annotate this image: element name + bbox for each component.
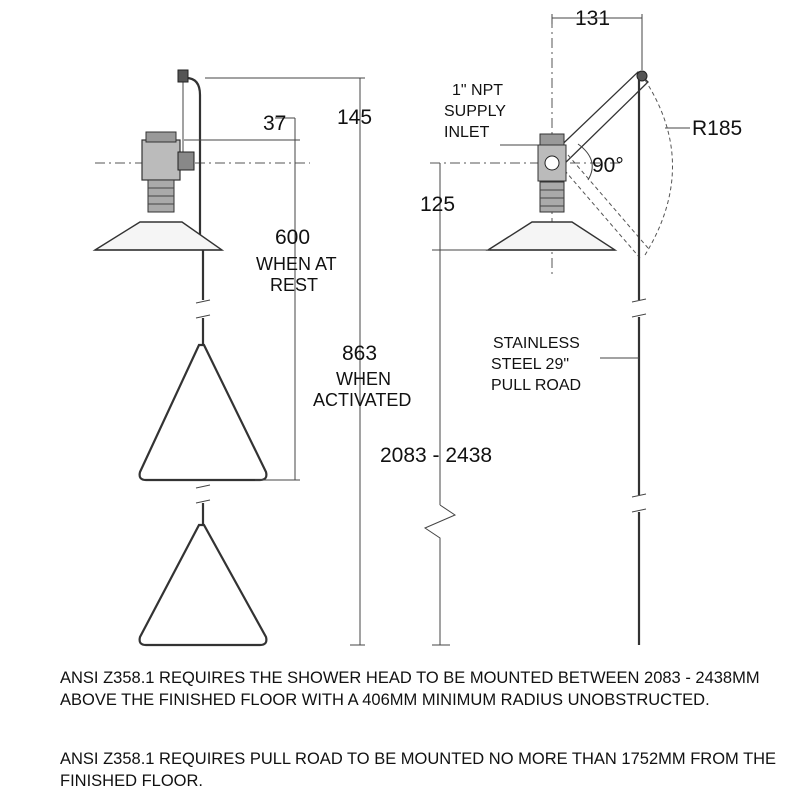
side-dimensions <box>423 14 690 646</box>
valve-body-front <box>141 139 181 181</box>
dim-2083-label: 2083 - 2438 <box>380 444 492 467</box>
supply-inlet-label-3: INLET <box>444 124 490 141</box>
front-view <box>92 69 310 647</box>
angle-arc <box>577 143 593 181</box>
ansi-note-shower-head: ANSI Z358.1 REQUIRES THE SHOWER HEAD TO … <box>60 669 760 709</box>
arm-pivot <box>636 70 648 82</box>
dim-125-label: 125 <box>420 193 455 216</box>
dim-145-label: 145 <box>337 106 372 129</box>
dim-863-note-line2: ACTIVATED <box>313 390 411 410</box>
threaded-neck-side <box>539 181 565 213</box>
angle-label: 90° <box>592 154 624 177</box>
valve-stem-side <box>544 155 560 171</box>
side-view <box>430 18 673 645</box>
triangle-handle-rest <box>138 343 268 482</box>
dim-600-label: 600 <box>275 226 310 249</box>
dim-863-label: 863 <box>342 342 377 365</box>
supply-inlet-label-1: 1" NPT <box>452 82 503 99</box>
supply-inlet-label-2: SUPPLY <box>444 103 506 120</box>
shower-head-front <box>92 221 225 251</box>
pull-rod-label-2: STEEL 29" <box>491 356 569 373</box>
dim-37-label: 37 <box>263 112 286 135</box>
dim-131-label: 131 <box>575 7 610 30</box>
top-bracket-front <box>177 69 189 83</box>
valve-cap-front <box>145 131 177 143</box>
ansi-note-pull-rod: ANSI Z358.1 REQUIRES PULL ROAD TO BE MOU… <box>60 750 777 790</box>
dim-600-note-line1: WHEN AT <box>256 254 337 274</box>
valve-lever-front <box>177 151 195 171</box>
shower-head-side <box>485 221 618 251</box>
dim-r185-label: R185 <box>692 117 742 140</box>
pull-rod-label-1: STAINLESS <box>493 335 580 352</box>
break-mark-1 <box>195 299 211 319</box>
front-dimensions <box>184 77 365 646</box>
dim-600-note-line2: REST <box>270 275 318 295</box>
triangle-handle-activated <box>138 523 268 647</box>
pull-rod-label-3: PULL ROAD <box>491 377 581 394</box>
dim-863-note-line1: WHEN <box>336 369 391 389</box>
break-mark-2 <box>195 484 211 504</box>
swing-arc <box>644 79 673 256</box>
